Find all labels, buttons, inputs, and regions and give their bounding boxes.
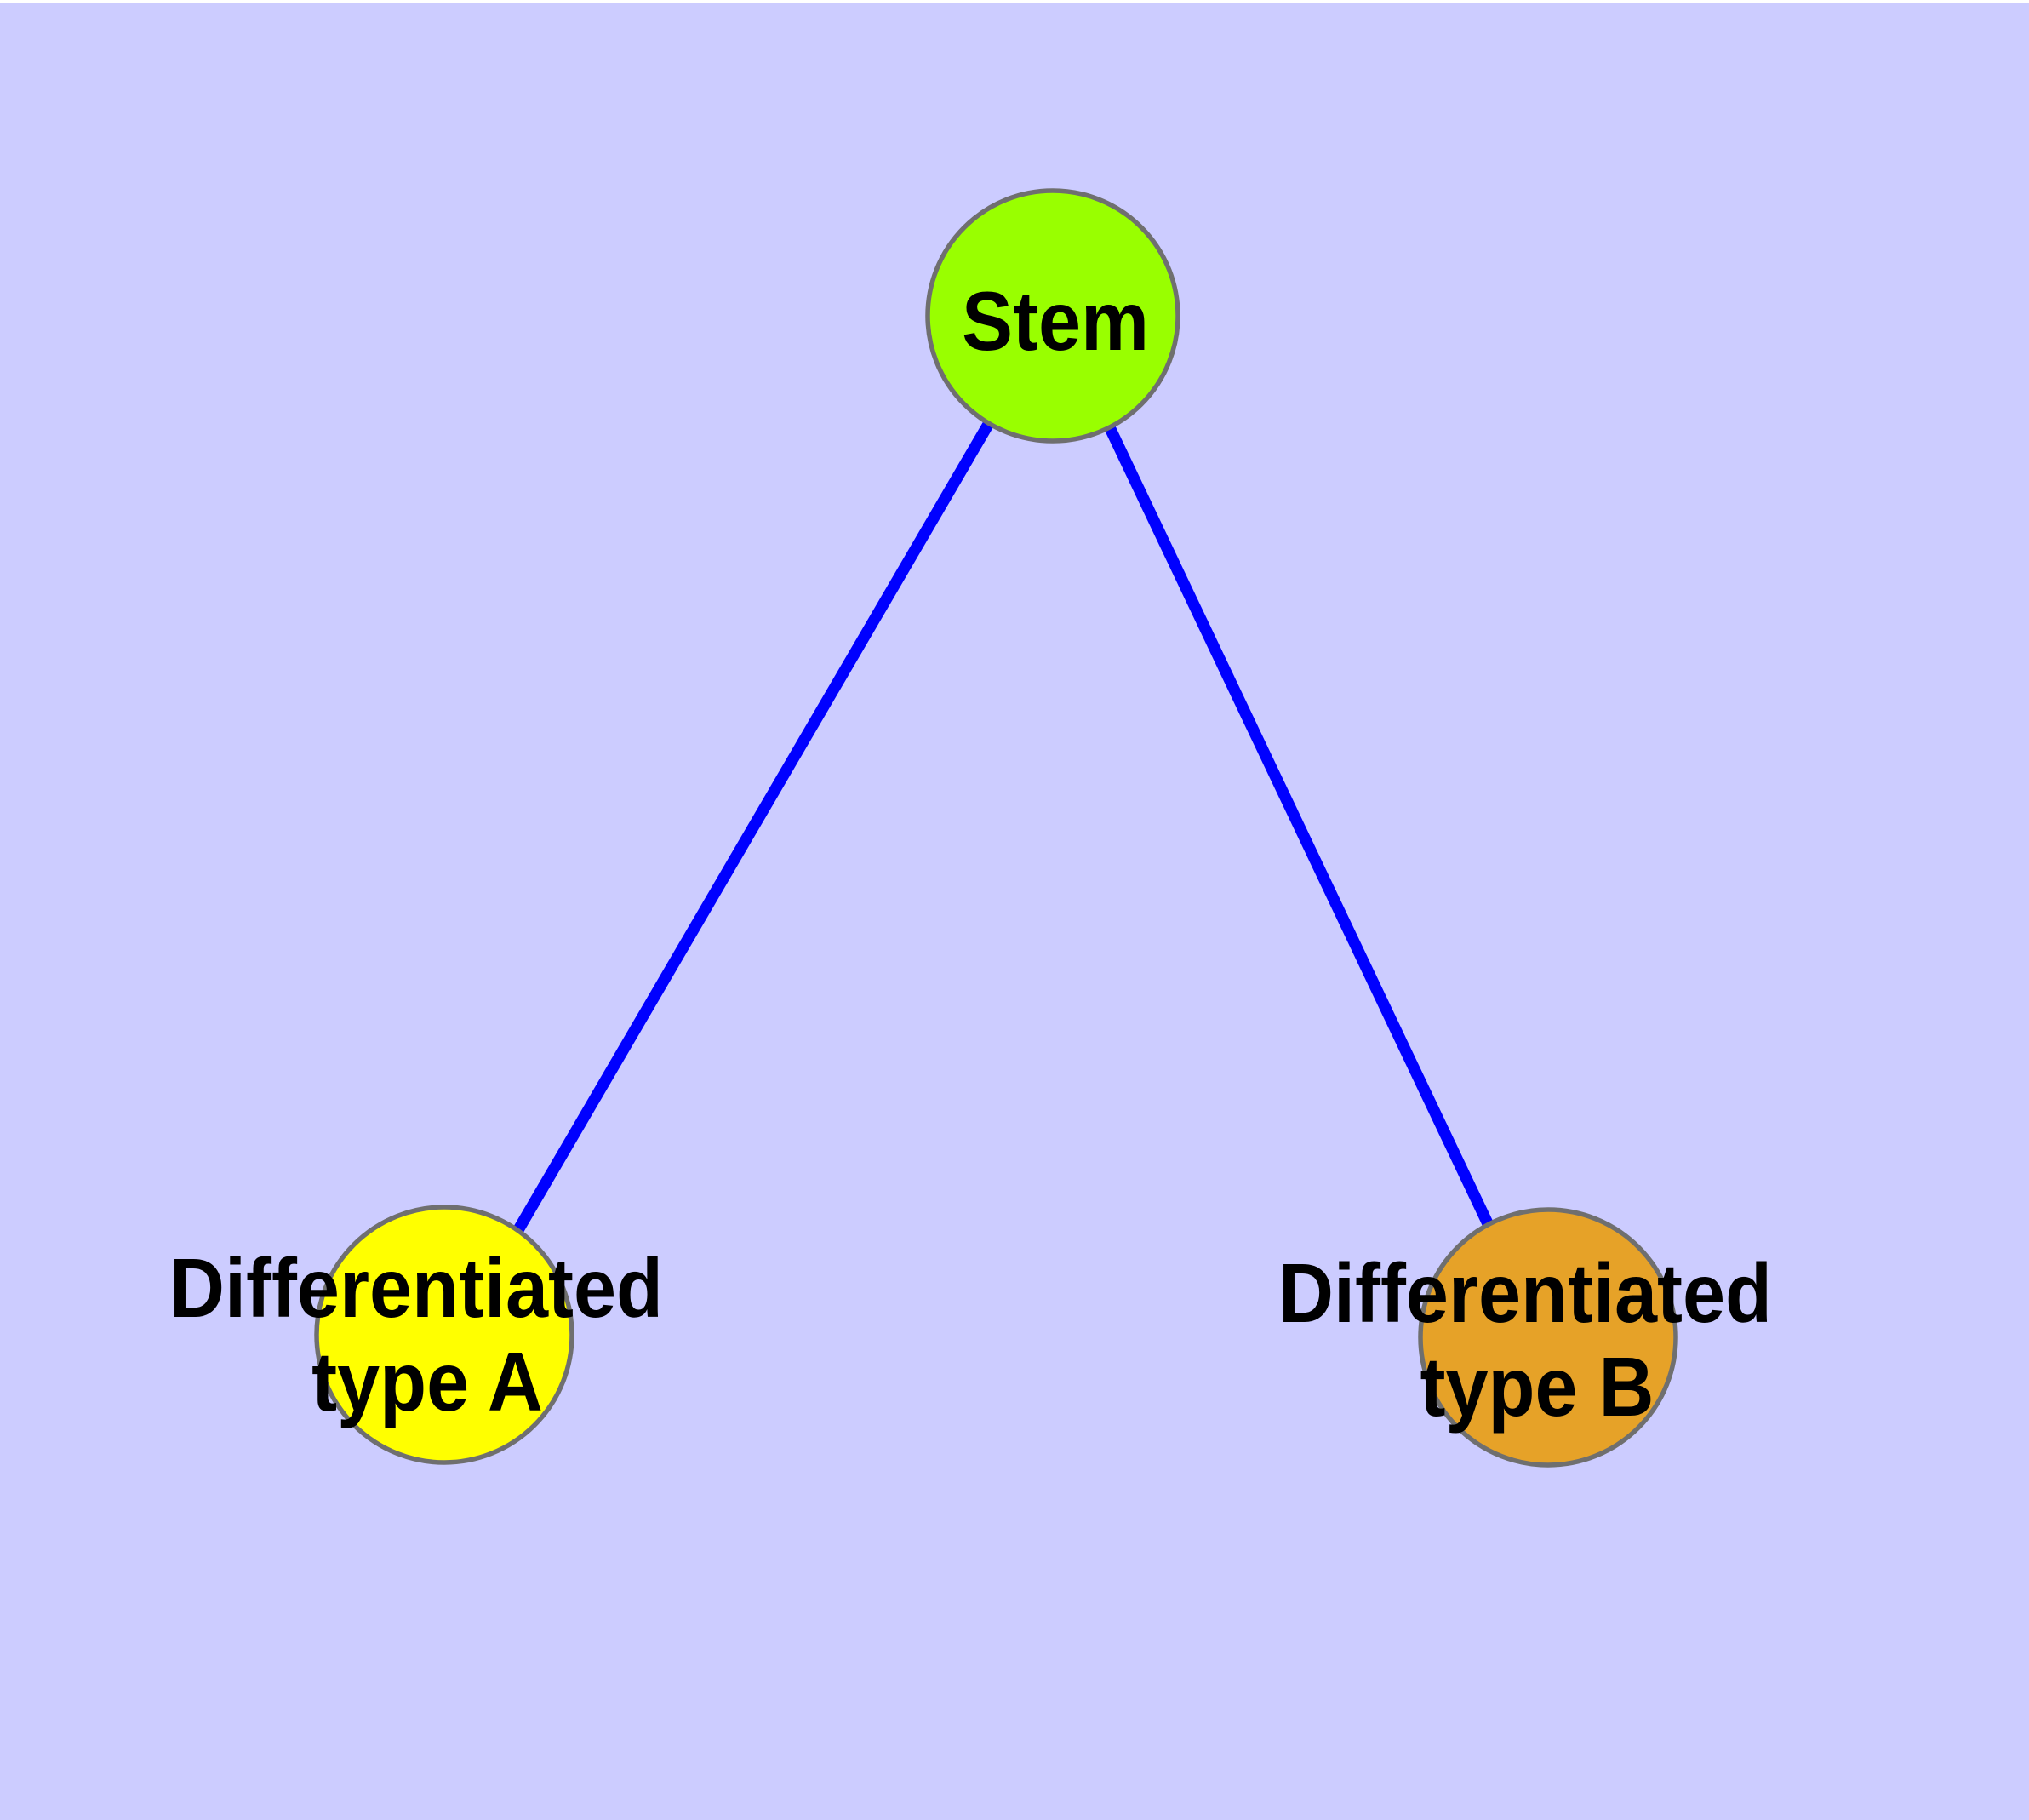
svg-text:type B: type B	[1420, 1340, 1654, 1433]
svg-text:type A: type A	[311, 1335, 543, 1428]
svg-text:Stem: Stem	[962, 274, 1149, 367]
svg-text:Differentiated: Differentiated	[169, 1241, 663, 1334]
svg-text:Differentiated: Differentiated	[1278, 1246, 1772, 1339]
